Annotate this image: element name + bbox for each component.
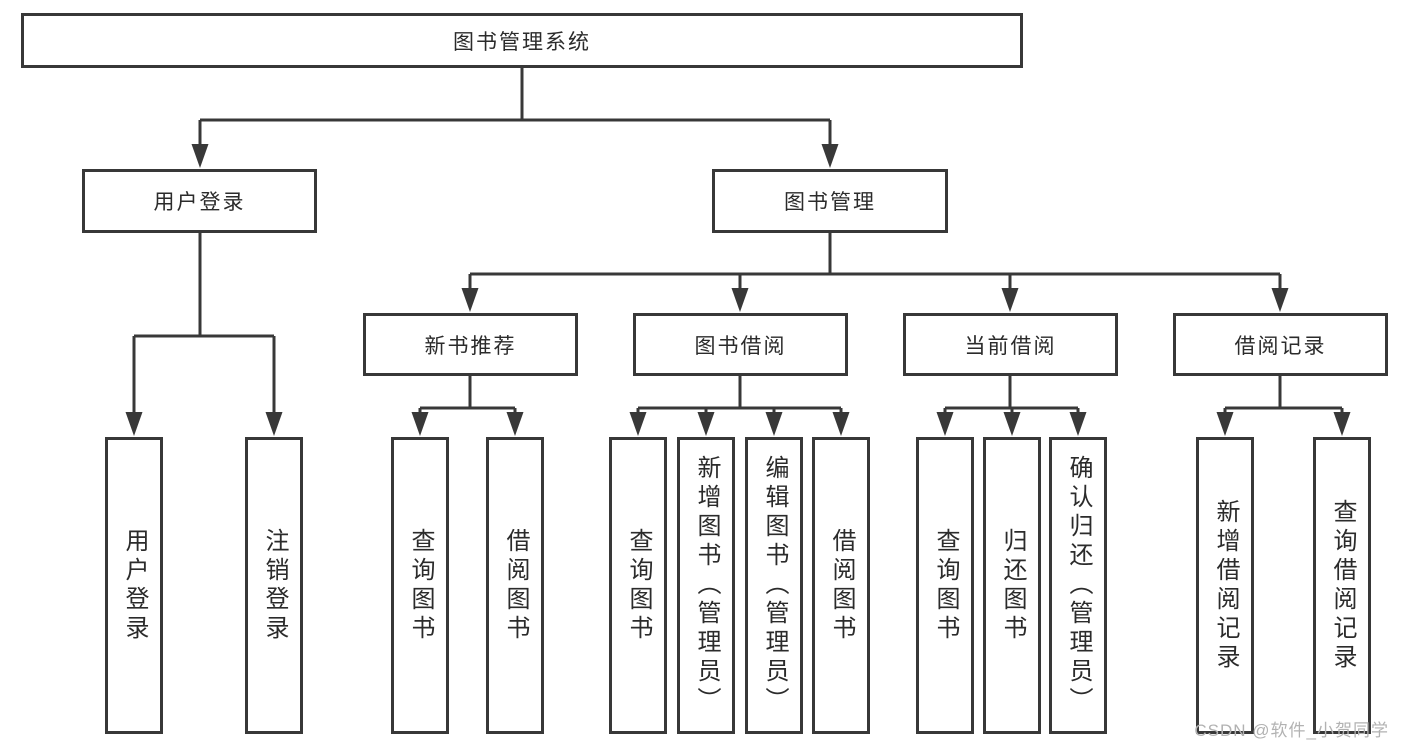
- node-book-management: 图书管理: [712, 169, 948, 233]
- node-new-book-recommend: 新书推荐: [363, 313, 578, 376]
- leaf-confirm-return-admin: 确认归还（管理员）: [1049, 437, 1107, 734]
- leaf-add-books-admin: 新增图书（管理员）: [677, 437, 735, 734]
- node-borrowing-records-label: 借阅记录: [1234, 334, 1327, 358]
- leaf-borrow-books-recommend: 借阅图书: [486, 437, 544, 734]
- leaf-borrow-books: 借阅图书: [812, 437, 870, 734]
- leaf-borrow-books-label: 借阅图书: [828, 527, 855, 644]
- leaf-user-login-label: 用户登录: [121, 527, 148, 644]
- leaf-query-books-borrowing-label: 查询图书: [625, 527, 652, 644]
- node-book-borrowing: 图书借阅: [633, 313, 848, 376]
- leaf-add-books-admin-label: 新增图书（管理员）: [693, 455, 720, 716]
- leaf-logout-label: 注销登录: [261, 527, 288, 644]
- node-user-login-label: 用户登录: [153, 191, 246, 214]
- leaf-edit-books-admin-label: 编辑图书（管理员）: [761, 455, 788, 716]
- leaf-add-borrow-record-label: 新增借阅记录: [1212, 498, 1239, 673]
- node-borrowing-records: 借阅记录: [1173, 313, 1388, 376]
- node-user-login: 用户登录: [82, 169, 317, 233]
- node-current-borrowing-label: 当前借阅: [964, 334, 1057, 358]
- leaf-edit-books-admin: 编辑图书（管理员）: [745, 437, 803, 734]
- leaf-query-books-current-label: 查询图书: [932, 527, 959, 644]
- leaf-return-books: 归还图书: [983, 437, 1041, 734]
- node-book-borrowing-label: 图书借阅: [694, 334, 787, 358]
- leaf-confirm-return-admin-label: 确认归还（管理员）: [1065, 455, 1092, 716]
- leaf-return-books-label: 归还图书: [999, 527, 1026, 644]
- leaf-logout: 注销登录: [245, 437, 303, 734]
- node-current-borrowing: 当前借阅: [903, 313, 1118, 376]
- node-library-system-label: 图书管理系统: [453, 30, 591, 54]
- leaf-borrow-books-recommend-label: 借阅图书: [502, 527, 529, 644]
- node-book-management-label: 图书管理: [784, 191, 876, 214]
- leaf-query-books-recommend: 查询图书: [391, 437, 449, 734]
- leaf-query-books-recommend-label: 查询图书: [407, 527, 434, 644]
- leaf-query-books-borrowing: 查询图书: [609, 437, 667, 734]
- leaf-query-books-current: 查询图书: [916, 437, 974, 734]
- leaf-user-login: 用户登录: [105, 437, 163, 734]
- csdn-watermark: CSDN @软件_小贺同学: [1194, 721, 1389, 740]
- leaf-add-borrow-record: 新增借阅记录: [1196, 437, 1254, 734]
- node-new-book-recommend-label: 新书推荐: [424, 334, 517, 358]
- leaf-query-borrow-record: 查询借阅记录: [1313, 437, 1371, 734]
- leaf-query-borrow-record-label: 查询借阅记录: [1329, 498, 1356, 673]
- node-library-system: 图书管理系统: [21, 13, 1023, 68]
